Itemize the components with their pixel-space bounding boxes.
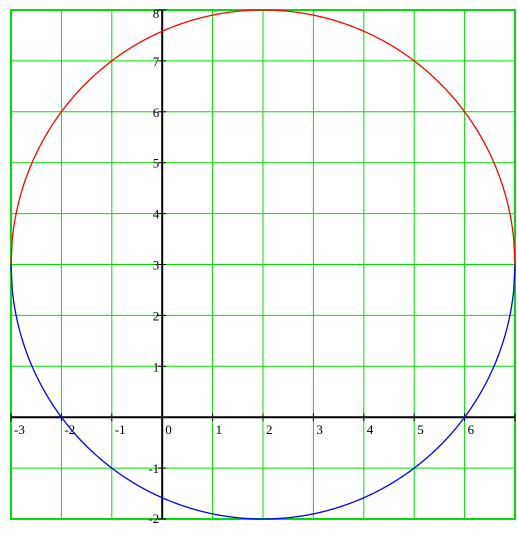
y-tick-label: 4 bbox=[153, 207, 160, 222]
y-tick-label: 2 bbox=[153, 308, 160, 323]
y-tick-label: -2 bbox=[148, 511, 159, 526]
y-tick-label: 1 bbox=[153, 359, 160, 374]
y-tick-label: 3 bbox=[153, 258, 160, 273]
x-tick-label: 2 bbox=[266, 422, 273, 437]
series-curves bbox=[10, 9, 516, 520]
y-tick-label: 5 bbox=[153, 156, 160, 171]
y-tick-label: 6 bbox=[153, 105, 160, 120]
x-tick-label: 3 bbox=[316, 422, 323, 437]
x-tick-label: 6 bbox=[468, 422, 475, 437]
x-tick-label: -2 bbox=[64, 422, 75, 437]
y-tick-label: 7 bbox=[153, 54, 160, 69]
x-tick-label: 0 bbox=[165, 422, 172, 437]
x-tick-label: 5 bbox=[417, 422, 424, 437]
x-tick-label: -3 bbox=[14, 422, 25, 437]
series-lower-semicircle bbox=[10, 264, 516, 520]
grid-lines bbox=[10, 9, 516, 520]
x-tick-label: 1 bbox=[216, 422, 223, 437]
x-tick-label: -1 bbox=[115, 422, 126, 437]
series-upper-semicircle bbox=[10, 9, 516, 265]
axes bbox=[10, 9, 516, 520]
x-tick-label: 4 bbox=[367, 422, 374, 437]
y-tick-label: -1 bbox=[148, 461, 159, 476]
y-tick-label: 8 bbox=[153, 6, 160, 21]
